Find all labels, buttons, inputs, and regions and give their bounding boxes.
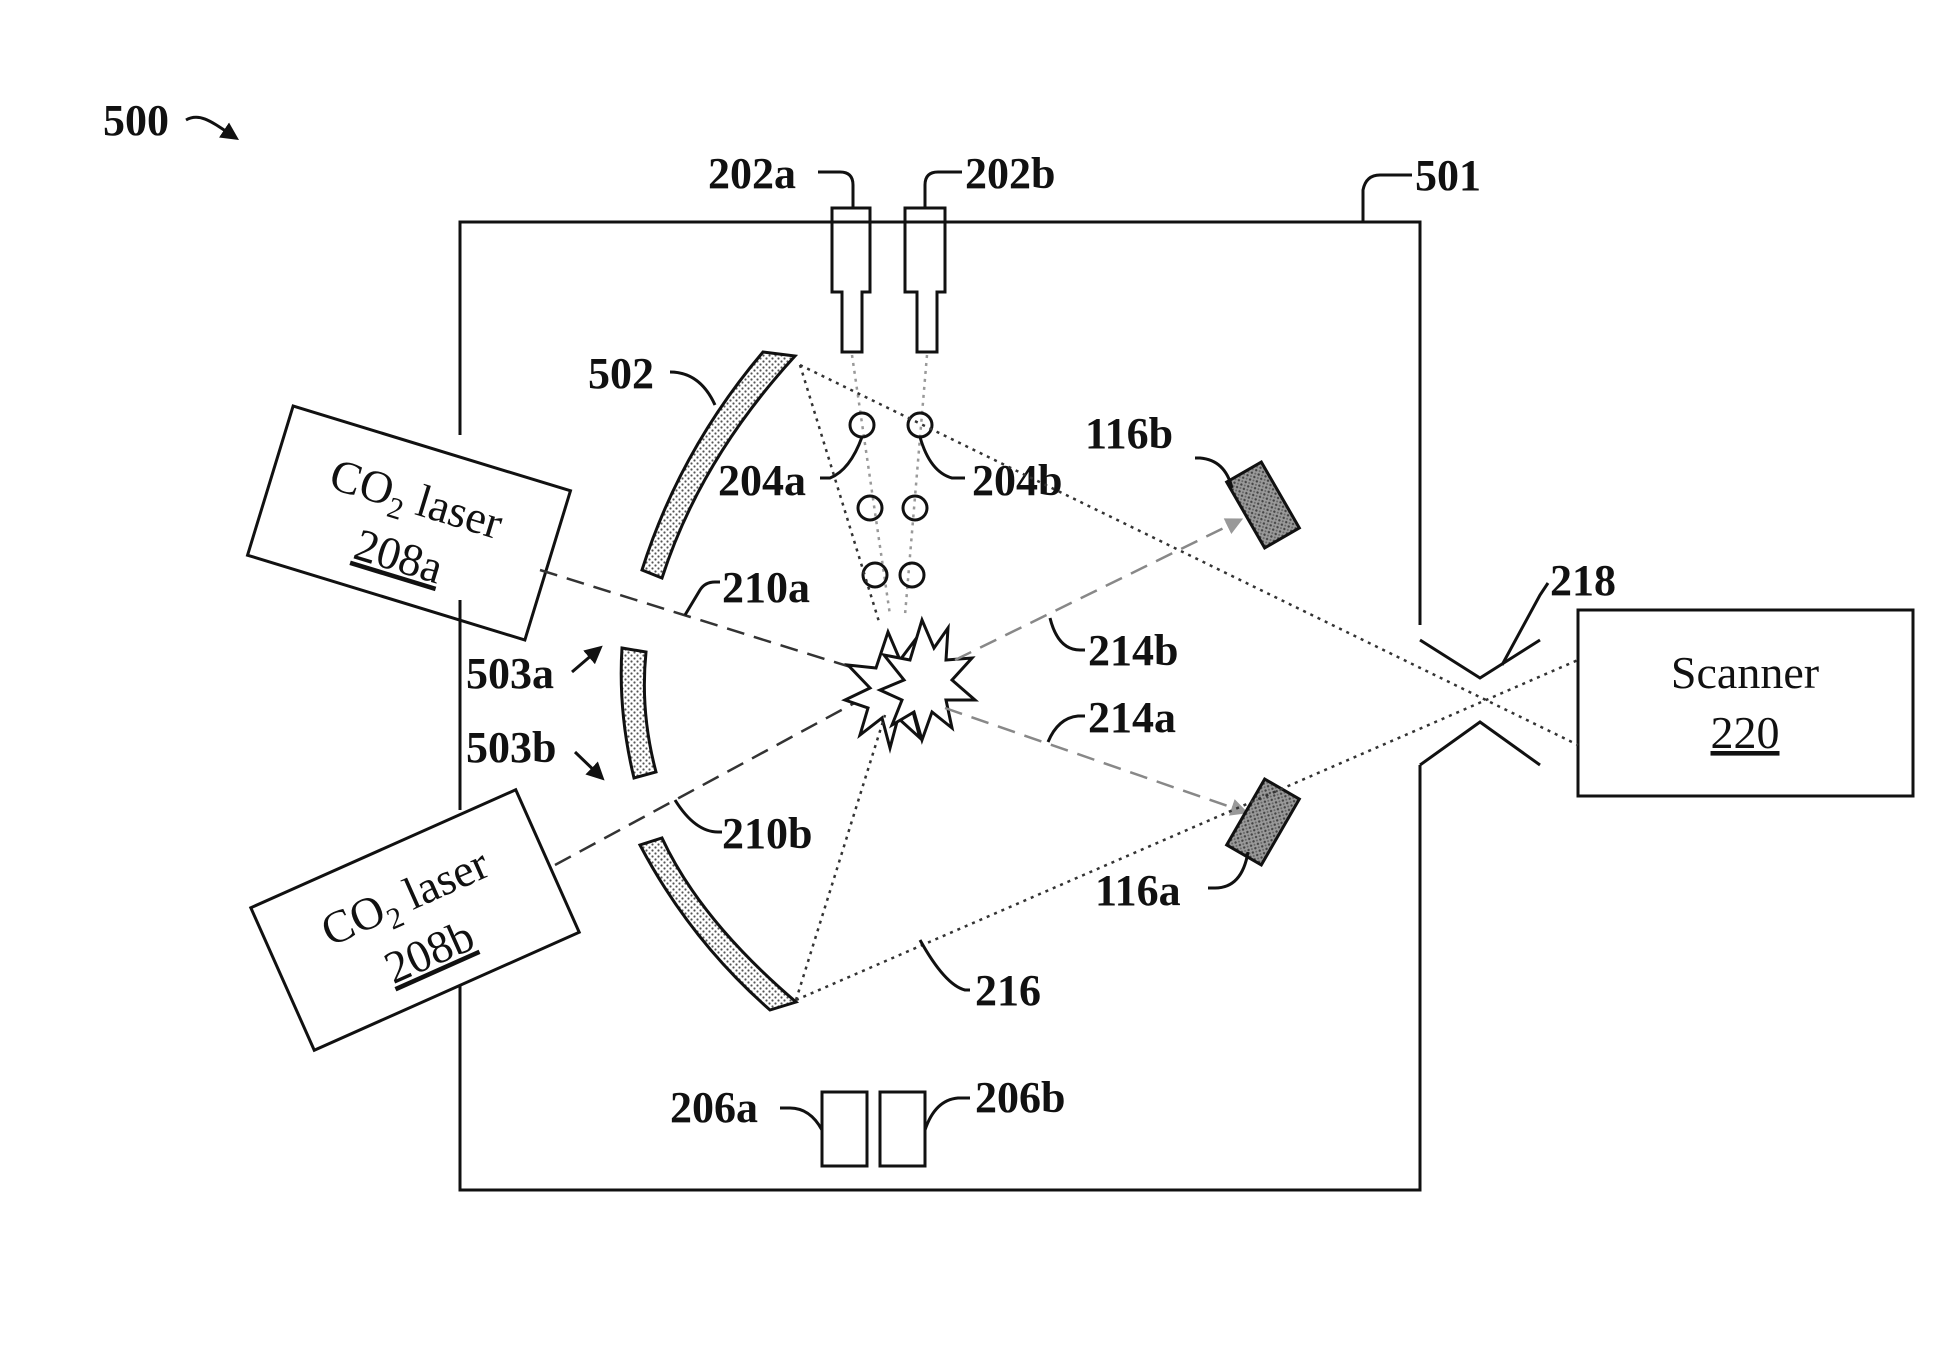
droplet-b3 [900, 563, 924, 587]
laser-beam-a-leader [685, 582, 720, 615]
small-mirror [621, 648, 656, 778]
droplet-a2 [858, 496, 882, 520]
catcher-b-leader [925, 1098, 970, 1130]
scanner-ref: 220 [1711, 707, 1780, 758]
chamber-leader [1363, 175, 1412, 222]
chamber-label: 501 [1415, 151, 1481, 200]
aperture-upper [1420, 640, 1540, 678]
droplet-b-label: 204b [972, 456, 1062, 505]
laser-beam-b-label: 210b [722, 809, 812, 858]
arrow-503b [575, 752, 602, 778]
catcher-a-leader [780, 1108, 822, 1130]
nozzle-a-label: 202a [708, 149, 796, 198]
mirror-leader [670, 372, 715, 405]
figure-label-arrow [186, 117, 236, 138]
arrow-503a-label: 503a [466, 649, 554, 698]
droplet-a-leader [820, 437, 862, 478]
euv-light-a-leader [1048, 716, 1085, 742]
sensor-a-label: 116a [1095, 866, 1181, 915]
catcher-a [822, 1092, 867, 1166]
nozzle-b-leader [925, 172, 962, 208]
co2-laser-b: CO2 laser 208b [251, 790, 579, 1050]
droplet-b1 [908, 413, 932, 437]
aperture-label: 218 [1550, 556, 1616, 605]
nozzle-b [905, 208, 945, 352]
droplet-a3 [863, 563, 887, 587]
droplet-a1 [850, 413, 874, 437]
droplet-a-label: 204a [718, 456, 806, 505]
aperture-leader [1502, 583, 1548, 665]
laser-beam-a [540, 570, 860, 670]
nozzle-a [832, 208, 870, 352]
laser-beam-a-label: 210a [722, 563, 810, 612]
mirror-label: 502 [588, 349, 654, 398]
sensor-a-leader [1208, 852, 1248, 888]
aperture-lower [1420, 722, 1540, 765]
nozzle-a-leader [818, 172, 853, 208]
nozzle-b-label: 202b [965, 149, 1055, 198]
co2-laser-a: CO2 laser 208a [248, 406, 571, 640]
catcher-a-label: 206a [670, 1083, 758, 1132]
scanner-box [1578, 610, 1913, 796]
euv-ray-leader [920, 940, 970, 990]
arrow-503a [572, 648, 600, 672]
collector-mirror-lower [640, 838, 796, 1010]
laser-beam-b-leader [675, 800, 722, 832]
euv-ray-label: 216 [975, 966, 1041, 1015]
laser-beam-b [555, 700, 860, 865]
figure-label: 500 [103, 96, 169, 145]
euv-light-a-label: 214a [1088, 693, 1176, 742]
scanner-name: Scanner [1671, 647, 1819, 698]
euv-light-b-leader [1050, 618, 1085, 650]
sensor-b [1227, 462, 1300, 548]
arrow-503b-label: 503b [466, 723, 556, 772]
sensor-b-label: 116b [1085, 409, 1173, 458]
sensor-a [1227, 779, 1300, 865]
catcher-b-label: 206b [975, 1073, 1065, 1122]
euv-light-b-label: 214b [1088, 626, 1178, 675]
catcher-b [880, 1092, 925, 1166]
